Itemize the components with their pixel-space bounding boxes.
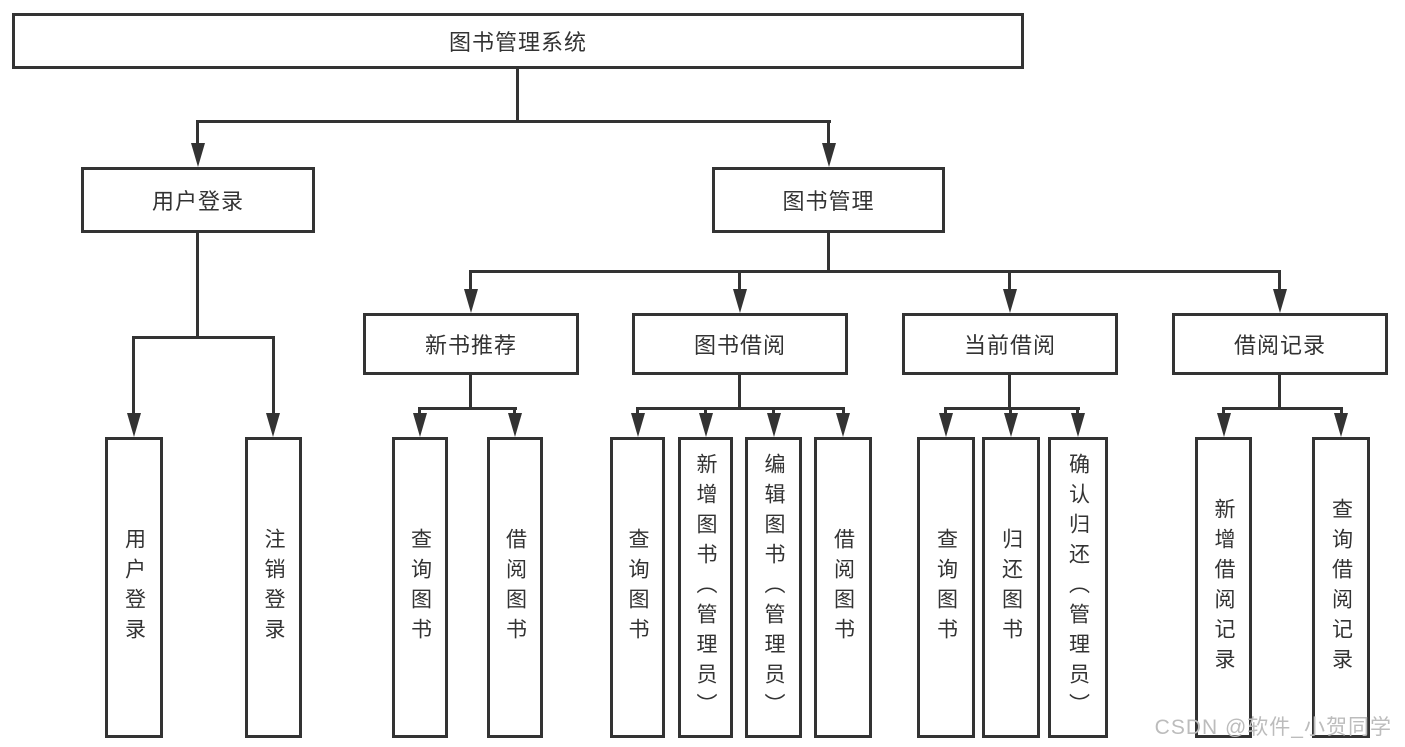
connector-line (704, 407, 707, 413)
arrow-down-icon (939, 413, 953, 437)
arrow-down-icon (191, 143, 205, 167)
arrow-down-icon (508, 413, 522, 437)
node-label: 归还图书 (999, 527, 1023, 648)
node-label: 编辑图书（管理员） (762, 452, 785, 723)
arrow-down-icon (266, 413, 280, 437)
connector-line (636, 407, 639, 413)
node-book-management: 图书管理 (712, 167, 945, 233)
leaf-user-login: 用户登录 (105, 437, 163, 738)
connector-line (272, 336, 275, 413)
node-label: 图书管理 (782, 189, 875, 214)
node-label: 用户登录 (151, 189, 244, 214)
connector-line (1340, 407, 1343, 413)
leaf-logout: 注销登录 (245, 437, 302, 738)
connector-line (1222, 407, 1225, 413)
leaf-query-books-3: 查询图书 (917, 437, 975, 738)
node-label: 新增借阅记录 (1212, 497, 1235, 678)
connector-line (772, 407, 775, 413)
arrow-down-icon (631, 413, 645, 437)
node-borrowing-records: 借阅记录 (1172, 313, 1388, 375)
connector-line (636, 407, 845, 410)
arrow-down-icon (1217, 413, 1231, 437)
node-book-borrowing: 图书借阅 (632, 313, 848, 375)
leaf-query-books-2: 查询图书 (610, 437, 665, 738)
arrow-down-icon (699, 413, 713, 437)
node-label: 确认归还（管理员） (1066, 452, 1090, 723)
arrow-down-icon (1334, 413, 1348, 437)
node-current-borrowing: 当前借阅 (902, 313, 1118, 375)
node-label: 新增图书（管理员） (694, 452, 717, 723)
arrow-down-icon (464, 289, 478, 313)
connector-line (944, 407, 947, 413)
arrow-down-icon (1003, 289, 1017, 313)
leaf-add-books-admin: 新增图书（管理员） (678, 437, 733, 738)
connector-line (132, 336, 135, 413)
arrow-down-icon (127, 413, 141, 437)
arrow-down-icon (1071, 413, 1085, 437)
node-library-management-system: 图书管理系统 (12, 13, 1024, 69)
connector-line (513, 407, 516, 413)
leaf-query-books-1: 查询图书 (392, 437, 448, 738)
connector-line (1076, 407, 1079, 413)
arrow-down-icon (733, 289, 747, 313)
arrow-down-icon (767, 413, 781, 437)
node-label: 查询借阅记录 (1329, 497, 1353, 678)
connector-line (1008, 270, 1011, 289)
connector-line (469, 270, 1281, 273)
node-label: 查询图书 (408, 527, 432, 648)
leaf-edit-books-admin: 编辑图书（管理员） (745, 437, 802, 738)
connector-line (196, 120, 831, 123)
node-label: 借阅图书 (831, 527, 855, 648)
connector-line (418, 407, 421, 413)
node-new-book-recommend: 新书推荐 (363, 313, 579, 375)
node-label: 图书管理系统 (448, 30, 587, 55)
connector-line (738, 270, 741, 289)
connector-line (738, 375, 741, 407)
connector-line (842, 407, 845, 413)
arrow-down-icon (413, 413, 427, 437)
connector-line (1278, 270, 1281, 289)
connector-line (196, 233, 199, 336)
arrow-down-icon (822, 143, 836, 167)
node-label: 注销登录 (262, 527, 285, 648)
arrow-down-icon (836, 413, 850, 437)
connector-line (516, 69, 519, 120)
connector-line (1008, 375, 1011, 407)
connector-line (469, 375, 472, 407)
leaf-return-books: 归还图书 (982, 437, 1040, 738)
connector-line (469, 270, 472, 289)
node-label: 借阅记录 (1233, 333, 1326, 358)
node-user-login: 用户登录 (81, 167, 315, 233)
arrow-down-icon (1004, 413, 1018, 437)
connector-line (827, 233, 830, 270)
node-label: 图书借阅 (693, 333, 786, 358)
connector-line (1278, 375, 1281, 407)
node-label: 借阅图书 (503, 527, 527, 648)
connector-line (827, 120, 830, 143)
connector-line (418, 407, 517, 410)
arrow-down-icon (1273, 289, 1287, 313)
leaf-borrow-books-1: 借阅图书 (487, 437, 543, 738)
watermark: CSDN @软件_小贺同学 (1154, 716, 1392, 739)
leaf-add-borrow-record: 新增借阅记录 (1195, 437, 1252, 738)
leaf-query-borrow-record: 查询借阅记录 (1312, 437, 1370, 738)
connector-line (196, 120, 199, 143)
leaf-confirm-return-admin: 确认归还（管理员） (1048, 437, 1108, 738)
connector-line (1009, 407, 1012, 413)
node-label: 新书推荐 (424, 333, 517, 358)
connector-line (944, 407, 1080, 410)
node-label: 当前借阅 (963, 333, 1056, 358)
connector-line (132, 336, 275, 339)
node-label: 查询图书 (934, 527, 958, 648)
connector-line (1222, 407, 1342, 410)
leaf-borrow-books-2: 借阅图书 (814, 437, 872, 738)
node-label: 用户登录 (122, 527, 146, 648)
node-label: 查询图书 (626, 527, 649, 648)
